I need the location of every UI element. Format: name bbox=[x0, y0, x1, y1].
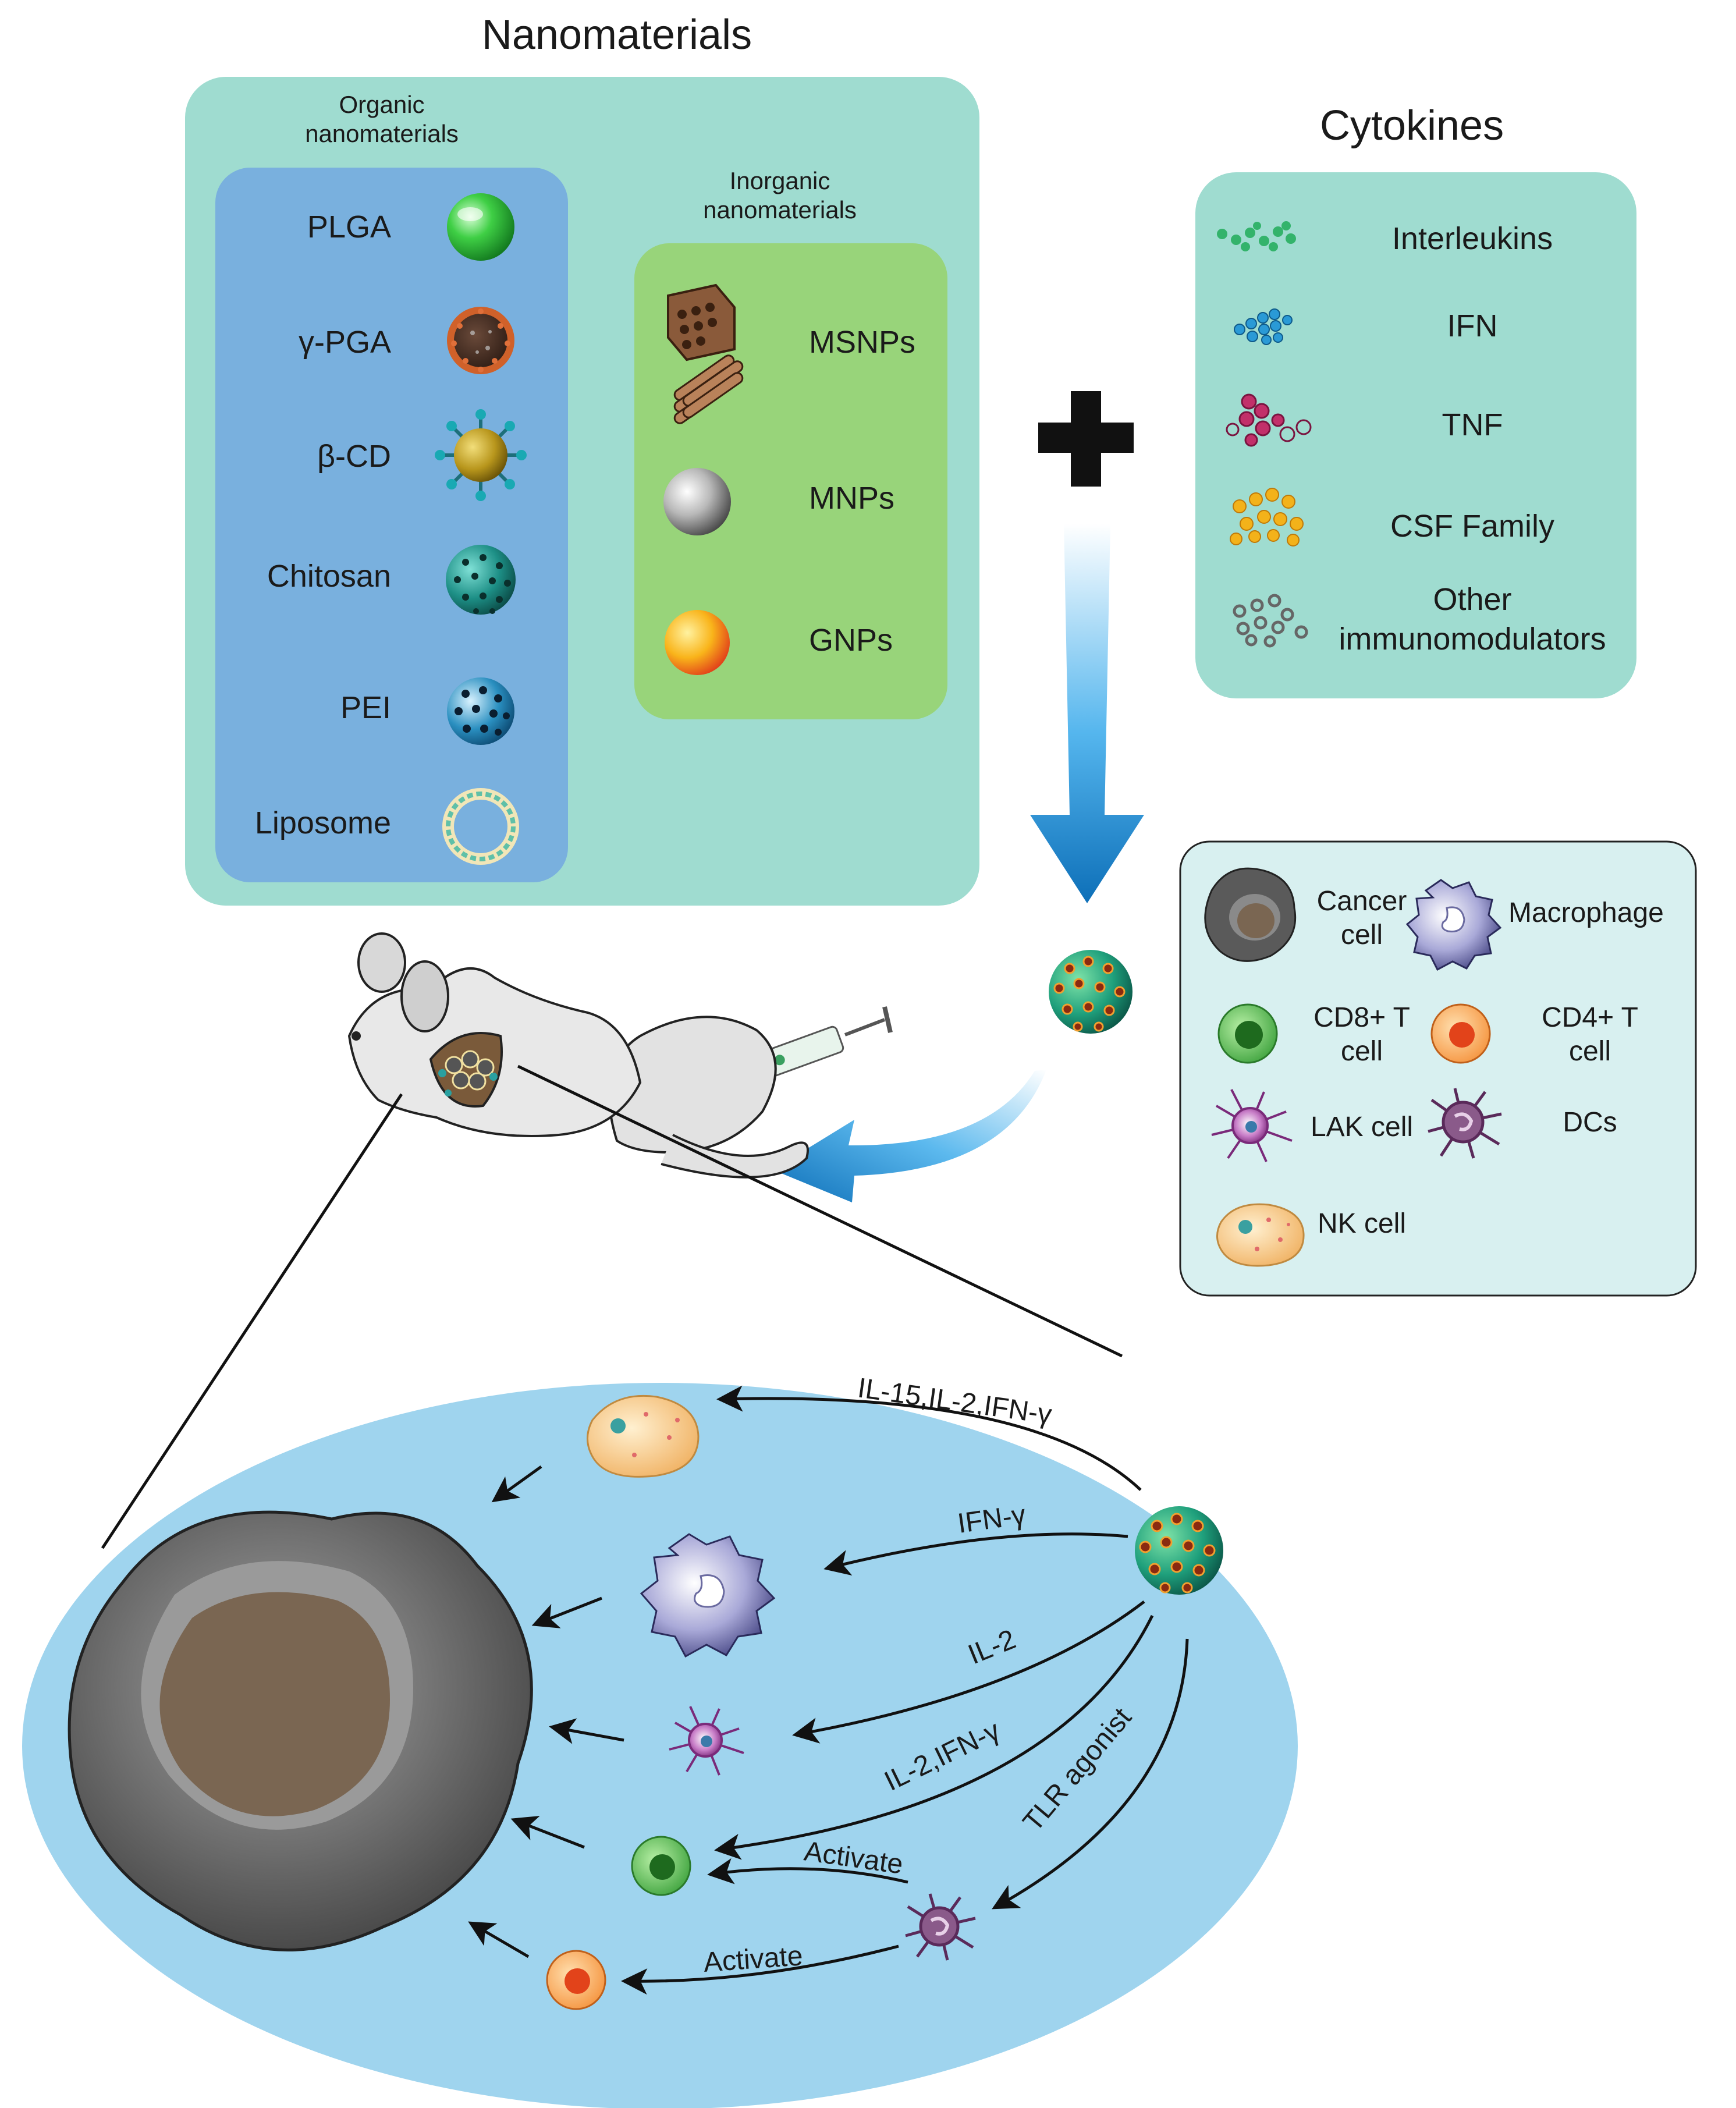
cytokine-ifn: IFN bbox=[1447, 308, 1498, 343]
arrow-np-to-nk bbox=[716, 1385, 1142, 1491]
legend-panel bbox=[1179, 840, 1697, 1297]
arrow-macrophage-to-cancer bbox=[531, 1596, 602, 1628]
cytokine-other-line2: immunomodulators bbox=[1339, 622, 1606, 656]
organic-heading-line1: Organic bbox=[339, 91, 424, 118]
legend-cd4-icon bbox=[1430, 1003, 1491, 1064]
plus-icon bbox=[1038, 391, 1134, 487]
legend-cancer-cell-icon bbox=[1204, 867, 1297, 962]
legend-dcs-icon bbox=[1428, 1088, 1502, 1159]
legend-nk-icon bbox=[1216, 1203, 1305, 1267]
label-activate-cd4: Activate bbox=[702, 1940, 804, 1978]
legend-cd8-line2: cell bbox=[1341, 1036, 1383, 1067]
pga-sphere-icon bbox=[447, 307, 514, 374]
nanomaterials-title: Nanomaterials bbox=[482, 12, 752, 58]
legend-macrophage-icon bbox=[1405, 879, 1502, 971]
gnp-sphere-icon bbox=[665, 610, 730, 675]
legend-cd4-line2: cell bbox=[1569, 1036, 1611, 1067]
tumor-nk-cell-icon bbox=[587, 1394, 700, 1478]
arrow-np-to-dc bbox=[992, 1638, 1189, 1910]
other-dots-icon bbox=[1233, 594, 1308, 648]
legend-nk: NK cell bbox=[1318, 1208, 1406, 1239]
zoom-line-right bbox=[517, 1064, 1123, 1358]
tumor-cd8-cell-icon bbox=[631, 1836, 691, 1896]
arrow-dc-to-cd8 bbox=[707, 1858, 908, 1885]
chitosan-sphere-icon bbox=[446, 545, 516, 615]
arrow-np-to-lak bbox=[792, 1600, 1145, 1744]
organic-item-pei: PEI bbox=[340, 690, 391, 725]
tumor-lak-cell-icon bbox=[669, 1706, 744, 1776]
organic-item-liposome: Liposome bbox=[255, 805, 391, 840]
arrow-lak-to-cancer bbox=[549, 1718, 624, 1744]
mouse-icon bbox=[347, 932, 809, 1179]
beta-cd-sphere-icon bbox=[435, 409, 527, 501]
zoom-line-left bbox=[101, 1093, 403, 1549]
csf-dots-icon bbox=[1230, 488, 1304, 546]
legend-lak-icon bbox=[1211, 1089, 1293, 1162]
organic-heading-line2: nanomaterials bbox=[305, 120, 459, 147]
tumor-nanoparticle-icon bbox=[1135, 1506, 1223, 1595]
legend-cd4-line1: CD4+ T bbox=[1542, 1002, 1638, 1033]
cytokine-interleukins: Interleukins bbox=[1392, 221, 1553, 256]
curved-arrow-icon bbox=[773, 1070, 1046, 1202]
cytokine-csf-family: CSF Family bbox=[1390, 509, 1554, 544]
inorganic-item-msnps: MSNPs bbox=[809, 325, 915, 360]
mnp-sphere-icon bbox=[663, 468, 731, 535]
cytokine-nanoparticle-icon bbox=[1049, 950, 1133, 1034]
arrow-cd4-to-cancer bbox=[468, 1921, 530, 1958]
legend-cancer-line2: cell bbox=[1341, 920, 1383, 950]
cytokine-other-line1: Other bbox=[1433, 582, 1511, 617]
tumor-macrophage-icon bbox=[640, 1533, 776, 1658]
inorganic-heading-line2: nanomaterials bbox=[703, 196, 857, 223]
tnf-dots-icon bbox=[1226, 393, 1312, 447]
plga-sphere-icon bbox=[447, 193, 514, 261]
legend-cd8-icon bbox=[1217, 1003, 1278, 1064]
inorganic-item-gnps: GNPs bbox=[809, 623, 893, 658]
pei-sphere-icon bbox=[447, 677, 514, 745]
cytokines-panel bbox=[1195, 172, 1636, 698]
organic-panel bbox=[215, 168, 568, 882]
legend-dcs: DCs bbox=[1563, 1107, 1617, 1138]
legend-lak: LAK cell bbox=[1311, 1112, 1413, 1142]
organic-item-pga: γ-PGA bbox=[299, 325, 391, 360]
tumor-cancer-cell-icon bbox=[68, 1510, 533, 1951]
cytokine-tnf: TNF bbox=[1442, 407, 1503, 442]
liposome-icon bbox=[442, 788, 519, 865]
legend-cd8-line1: CD8+ T bbox=[1313, 1002, 1410, 1033]
arrow-cd8-to-cancer bbox=[510, 1816, 585, 1849]
organic-item-chitosan: Chitosan bbox=[267, 559, 391, 594]
organic-item-plga: PLGA bbox=[307, 210, 391, 244]
tumor-cd4-cell-icon bbox=[546, 1950, 606, 2010]
tumor-dc-cell-icon bbox=[905, 1893, 976, 1961]
organic-item-beta-cd: β-CD bbox=[317, 439, 391, 474]
inorganic-item-mnps: MNPs bbox=[809, 481, 894, 516]
legend-cancer-line1: Cancer bbox=[1317, 886, 1407, 917]
inorganic-panel bbox=[634, 243, 947, 719]
msnp-rods-icon bbox=[667, 283, 744, 424]
ifn-dots-icon bbox=[1234, 308, 1293, 345]
arrow-nk-to-cancer bbox=[491, 1465, 542, 1503]
legend-macrophage: Macrophage bbox=[1508, 897, 1664, 928]
down-arrow-icon bbox=[1030, 524, 1144, 903]
arrow-dc-to-cd4 bbox=[621, 1944, 899, 1995]
cytokines-title: Cytokines bbox=[1320, 102, 1504, 149]
arrow-np-to-macrophage bbox=[823, 1532, 1128, 1576]
arrow-np-to-cd8 bbox=[714, 1614, 1154, 1860]
inorganic-heading-line1: Inorganic bbox=[730, 167, 830, 194]
interleukin-dots-icon bbox=[1217, 221, 1296, 251]
